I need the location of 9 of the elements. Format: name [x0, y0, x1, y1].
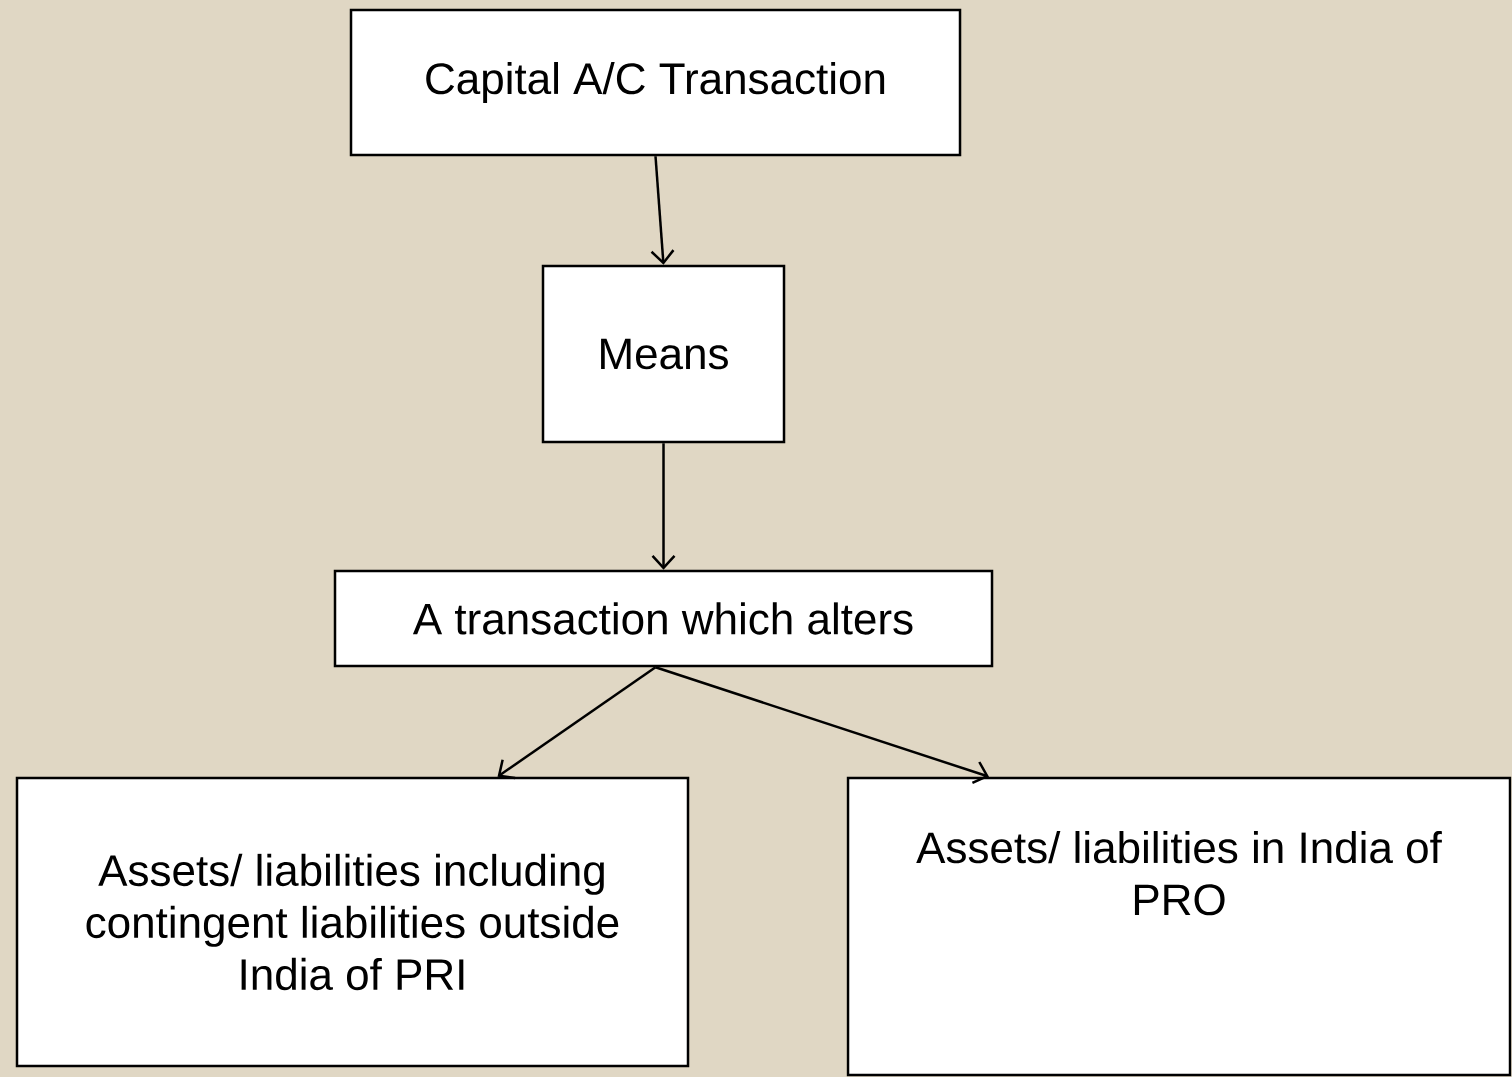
- arrow: [655, 666, 989, 785]
- text-box: Assets/ liabilities in India of PRO: [846, 776, 1512, 1077]
- text-box: Capital A/C Transaction: [349, 8, 962, 157]
- text-box: Means: [541, 264, 786, 444]
- arrow: [650, 156, 675, 265]
- text-box: A transaction which alters: [333, 569, 994, 668]
- text-box: Assets/ liabilities including contingent liabilities outside India of PRI: [15, 776, 690, 1068]
- arrow: [651, 443, 676, 570]
- arrow: [497, 666, 657, 780]
